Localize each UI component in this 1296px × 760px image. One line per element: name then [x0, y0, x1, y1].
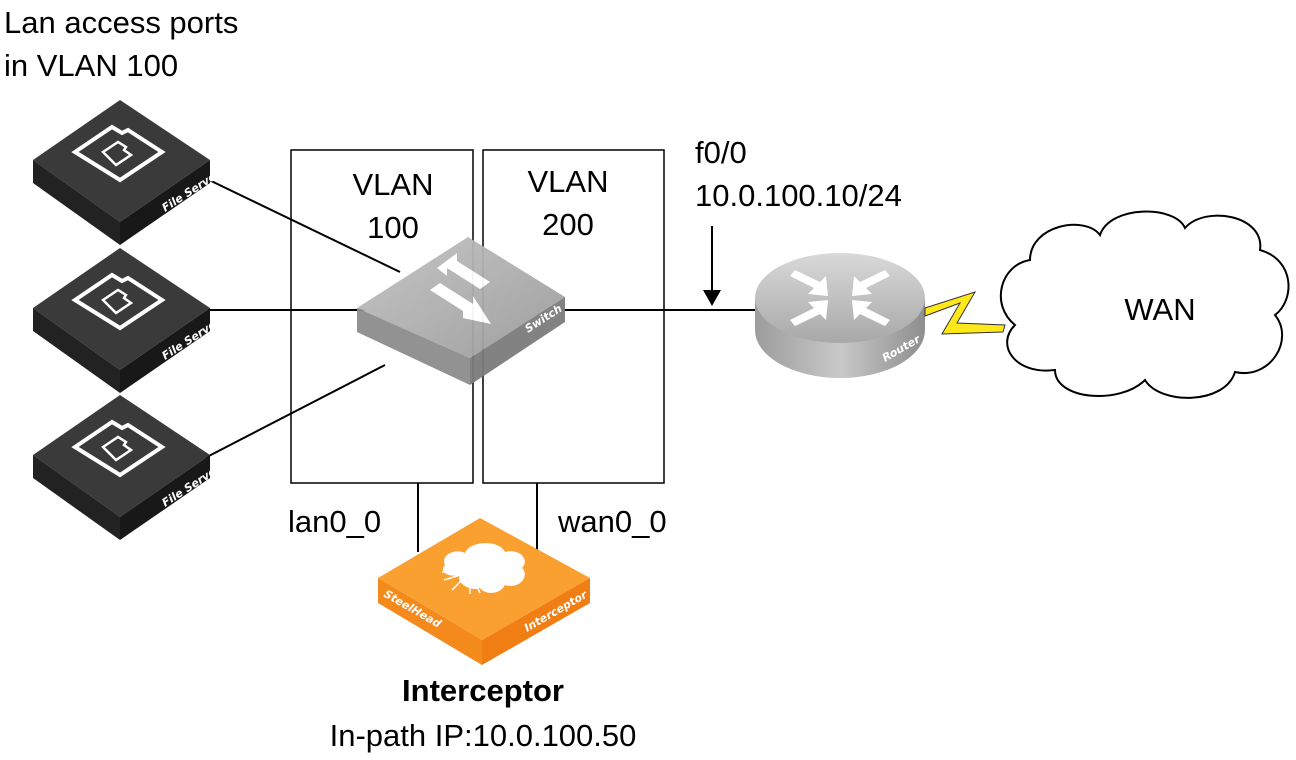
steelhead-interceptor[interactable]: SteelHead Interceptor — [378, 518, 590, 665]
arrow-head-icon — [703, 290, 721, 306]
wan-port-label: wan0_0 — [557, 504, 667, 539]
vlan-200-label-2: 200 — [542, 207, 594, 242]
switch-arrows-icon — [437, 253, 490, 289]
title-line-2: in VLAN 100 — [4, 48, 178, 83]
vlan-200-label-1: VLAN — [528, 164, 609, 199]
cloud-burst-icon — [443, 543, 525, 593]
wan-link-lightning-icon — [924, 291, 1006, 335]
interceptor-ip: In-path IP:10.0.100.50 — [330, 718, 637, 753]
router-port-ip: 10.0.100.10/24 — [695, 178, 902, 213]
file-server-1[interactable]: File Server — [33, 100, 223, 245]
file-server-3[interactable]: File Server — [33, 395, 223, 540]
wan-label: WAN — [1124, 292, 1195, 327]
switch[interactable]: Switch — [357, 237, 565, 385]
link-server1-switch — [204, 177, 401, 273]
wan-cloud[interactable]: WAN — [999, 210, 1290, 399]
title-line-1: Lan access ports — [4, 5, 238, 40]
router[interactable]: Router — [755, 253, 925, 378]
folder-icon — [71, 124, 166, 183]
router-arrows-icon — [790, 270, 890, 326]
interceptor-title: Interceptor — [402, 673, 564, 708]
vlan-100-label-2: 100 — [367, 210, 419, 245]
folder-icon — [71, 272, 166, 331]
vlan-100-label-1: VLAN — [353, 167, 434, 202]
file-server-2[interactable]: File Server — [33, 248, 223, 393]
lan-port-label: lan0_0 — [288, 504, 381, 539]
folder-icon — [71, 419, 166, 478]
router-port-name: f0/0 — [695, 135, 747, 170]
link-server3-switch — [204, 364, 386, 459]
